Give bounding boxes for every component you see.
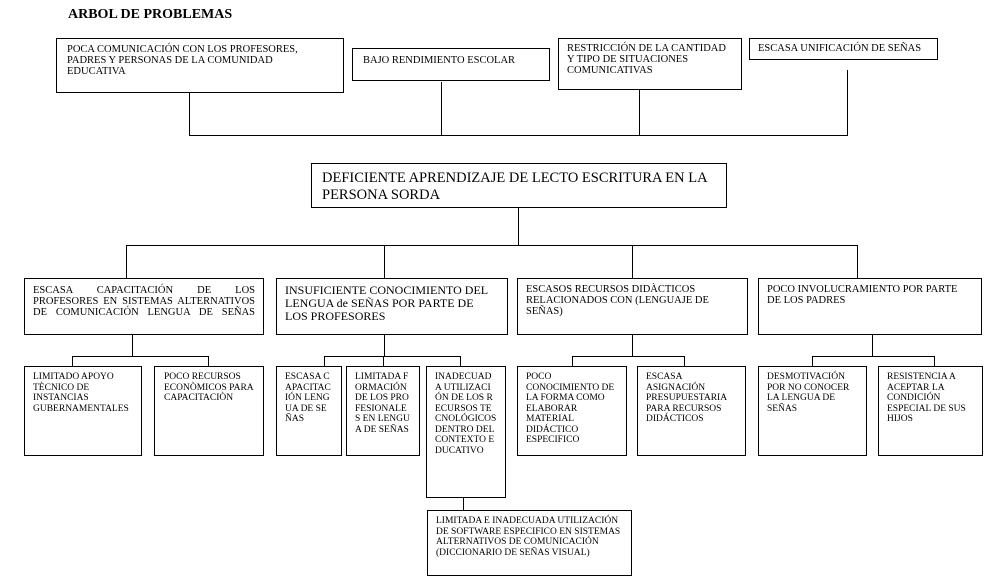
connector bbox=[460, 356, 461, 366]
connector bbox=[572, 356, 573, 366]
connector bbox=[812, 356, 813, 366]
cause-box: ESCASOS RECURSOS DIDÀCTICOS RELACIONADOS… bbox=[517, 278, 748, 335]
connector bbox=[324, 356, 460, 357]
effect-text: BAJO RENDIMIENTO ESCOLAR bbox=[363, 55, 516, 66]
cause-box: INSUFICIENTE CONOCIMIENTO DEL LENGUA de … bbox=[276, 278, 508, 335]
subcause-text: INADECUADA UTILIZACIÓN DE LOS RECURSOS T… bbox=[435, 372, 497, 456]
connector bbox=[208, 356, 209, 366]
connector bbox=[463, 497, 464, 511]
connector bbox=[189, 135, 848, 136]
connector bbox=[518, 207, 519, 245]
connector bbox=[684, 356, 685, 366]
connector bbox=[132, 334, 133, 356]
connector bbox=[572, 356, 684, 357]
effect-text: RESTRICCIÓN DE LA CANTIDAD Y TIPO DE SIT… bbox=[567, 43, 726, 76]
subcause-box: POCO RECURSOS ECONÒMICOS PARA CAPACITACI… bbox=[154, 366, 264, 456]
central-problem-box: DEFICIENTE APRENDIZAJE DE LECTO ESCRITUR… bbox=[311, 163, 727, 208]
subcause-box: LIMITADA FORMACIÓN DE LOS PROFESIONALES … bbox=[346, 366, 420, 456]
cause-box: POCO INVOLUCRAMIENTO POR PARTE DE LOS PA… bbox=[758, 278, 982, 335]
subcause-box: INADECUADA UTILIZACIÓN DE LOS RECURSOS T… bbox=[426, 366, 506, 498]
connector bbox=[632, 334, 633, 356]
connector bbox=[189, 93, 190, 135]
connector bbox=[632, 245, 633, 278]
diagram-title: ARBOL DE PROBLEMAS bbox=[68, 7, 233, 22]
subcause-text: LIMITADO APOYO TÈCNICO DE INSTANCIAS GUB… bbox=[33, 372, 129, 414]
connector bbox=[384, 245, 385, 278]
subcause-text: RESISTENCIA A ACEPTAR LA CONDICIÓN ESPEC… bbox=[887, 372, 966, 424]
effect-box: POCA COMUNICACIÓN CON LOS PROFESORES, PA… bbox=[56, 38, 344, 93]
cause-box: ESCASA CAPACITACIÓN DE LOS PROFESORES EN… bbox=[24, 278, 264, 335]
subcause-box: POCO CONOCIMIENTO DE LA FORMA COMO ELABO… bbox=[517, 366, 627, 456]
subcause-box: LIMITADO APOYO TÈCNICO DE INSTANCIAS GUB… bbox=[24, 366, 142, 456]
effect-box: BAJO RENDIMIENTO ESCOLAR bbox=[352, 48, 550, 81]
subcause-text: ESCASA CAPACITACIÓN LENGUA DE SEÑAS bbox=[285, 372, 331, 424]
effect-text: POCA COMUNICACIÓN CON LOS PROFESORES, PA… bbox=[67, 44, 298, 77]
connector bbox=[441, 82, 442, 135]
connector bbox=[126, 245, 858, 246]
effect-text: ESCASA UNIFICACIÓN DE SEÑAS bbox=[758, 43, 922, 54]
effect-box: RESTRICCIÓN DE LA CANTIDAD Y TIPO DE SIT… bbox=[558, 38, 742, 90]
connector bbox=[72, 356, 208, 357]
subcause-box: DESMOTIVACIÓN POR NO CONOCER LA LENGUA D… bbox=[758, 366, 867, 456]
connector bbox=[126, 245, 127, 278]
connector bbox=[934, 356, 935, 366]
connector bbox=[384, 334, 385, 356]
subcause-box: ESCASA ASIGNACIÓN PRESUPUESTARIA PARA RE… bbox=[637, 366, 746, 456]
subcause-text: DESMOTIVACIÓN POR NO CONOCER LA LENGUA D… bbox=[767, 372, 850, 414]
connector bbox=[872, 334, 873, 356]
central-problem-text: DEFICIENTE APRENDIZAJE DE LECTO ESCRITUR… bbox=[322, 170, 707, 203]
subcause-text: POCO CONOCIMIENTO DE LA FORMA COMO ELABO… bbox=[526, 372, 615, 445]
connector bbox=[324, 356, 325, 366]
subcause-text: ESCASA ASIGNACIÓN PRESUPUESTARIA PARA RE… bbox=[646, 372, 727, 424]
connector bbox=[72, 356, 73, 366]
subcause-box: RESISTENCIA A ACEPTAR LA CONDICIÓN ESPEC… bbox=[878, 366, 983, 456]
subcause-text: POCO RECURSOS ECONÒMICOS PARA CAPACITACI… bbox=[164, 372, 254, 403]
connector bbox=[383, 356, 384, 366]
cause-text: ESCASOS RECURSOS DIDÀCTICOS RELACIONADOS… bbox=[526, 284, 709, 317]
subcause-box: ESCASA CAPACITACIÓN LENGUA DE SEÑAS bbox=[276, 366, 342, 456]
connector bbox=[857, 245, 858, 278]
root-cause-box: LIMITADA E INADECUADA UTILIZACIÓN DE SOF… bbox=[427, 510, 632, 576]
connector bbox=[812, 356, 934, 357]
cause-text: ESCASA CAPACITACIÓN DE LOS PROFESORES EN… bbox=[33, 285, 255, 318]
subcause-text: LIMITADA FORMACIÓN DE LOS PROFESIONALES … bbox=[355, 372, 410, 435]
effect-box: ESCASA UNIFICACIÓN DE SEÑAS bbox=[749, 38, 938, 60]
root-cause-text: LIMITADA E INADECUADA UTILIZACIÓN DE SOF… bbox=[436, 516, 621, 558]
connector bbox=[639, 90, 640, 135]
cause-text: POCO INVOLUCRAMIENTO POR PARTE DE LOS PA… bbox=[767, 284, 958, 306]
cause-text: INSUFICIENTE CONOCIMIENTO DEL LENGUA de … bbox=[285, 283, 488, 323]
connector bbox=[847, 70, 848, 135]
